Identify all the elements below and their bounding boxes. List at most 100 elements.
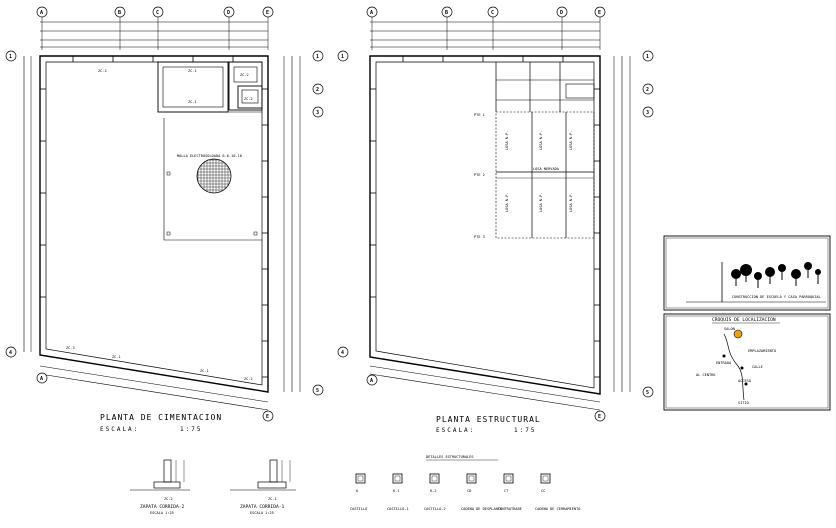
zone-tag: ZC-1 bbox=[200, 369, 209, 373]
section-tag: CT bbox=[504, 489, 509, 493]
slab-label: LOSA NERVADA bbox=[533, 167, 560, 171]
elevation-caption: CONSTRUCCION DE ESCUELA Y CASA PARROQUIA… bbox=[732, 295, 821, 299]
section-details: KCASTILLOK-1CASTILLO-1K-2CASTILLO-2CDCAD… bbox=[350, 473, 580, 511]
section-tag: K bbox=[356, 489, 359, 493]
section-tag: CC bbox=[541, 489, 545, 493]
zone-tag: ZC-2 bbox=[240, 73, 249, 77]
section-name: CASTILLO-1 bbox=[387, 507, 409, 511]
zone-tag: ZC-2 bbox=[98, 69, 107, 73]
structural-tags: PTE 1 PTE 2 PTE 3 LOSA NERVADA LOSA N.P.… bbox=[474, 113, 573, 239]
location-marker-icon bbox=[733, 329, 743, 339]
joist-label: LOSA N.P. bbox=[505, 193, 509, 212]
axis-label-1-right: 1 bbox=[316, 54, 319, 60]
axis-label-b: B bbox=[118, 10, 121, 16]
axis-label-c: C bbox=[156, 10, 159, 16]
axis-label-1: 1 bbox=[9, 54, 12, 60]
details-heading: DETALLES ESTRUCTURALES bbox=[426, 455, 474, 459]
axis-label-2: 2 bbox=[646, 87, 649, 93]
side-tag: PTE 3 bbox=[474, 235, 485, 239]
footing-name: ZAPATA CORRIDA-2 bbox=[140, 504, 184, 510]
section-name: CASTILLO-2 bbox=[424, 507, 446, 511]
side-tag: PTE 1 bbox=[474, 113, 485, 117]
zone-tag: ZC-1 bbox=[112, 355, 121, 359]
section-detail: CT CONTRATRABE bbox=[498, 473, 522, 511]
axis-label-5: 5 bbox=[316, 388, 319, 394]
section-tag: CD bbox=[467, 489, 471, 493]
axis-label-a: A bbox=[370, 10, 373, 16]
axis-label-e: E bbox=[598, 10, 601, 16]
axis-label-1: 1 bbox=[341, 54, 344, 60]
axis-label-3: 3 bbox=[316, 110, 319, 116]
section-tag: K-2 bbox=[430, 489, 437, 493]
section-name: CASTILLO bbox=[350, 507, 367, 511]
footing-tag: ZC-2 bbox=[164, 497, 173, 501]
foundation-scale-value: 1:75 bbox=[180, 426, 202, 433]
structural-plan-title: PLANTA ESTRUCTURAL bbox=[436, 415, 541, 424]
axis-label-e: E bbox=[266, 10, 269, 16]
structural-scale-value: 1:75 bbox=[514, 427, 536, 434]
axis-label-4: 4 bbox=[341, 350, 344, 356]
footing-scale: ESCALA 1:25 bbox=[150, 511, 174, 515]
axis-label-5: 5 bbox=[646, 390, 649, 396]
zone-tag: ZC-1 bbox=[188, 69, 197, 73]
axis-label-1-right: 1 bbox=[646, 54, 649, 60]
foundation-plan bbox=[23, 16, 301, 411]
axis-label-a-bottom: A bbox=[40, 376, 43, 382]
axis-label-d: D bbox=[227, 10, 230, 16]
footing-details bbox=[130, 459, 296, 491]
axis-label-a: A bbox=[40, 10, 43, 16]
zone-tag: ZC-1 bbox=[188, 100, 197, 104]
elevation-panel: CONSTRUCCION DE ESCUELA Y CASA PARROQUIA… bbox=[663, 235, 831, 311]
joist-label: LOSA N.P. bbox=[569, 131, 573, 150]
location-label: ENTRADA bbox=[716, 361, 732, 365]
axis-label-e-bottom: E bbox=[598, 414, 601, 420]
axis-label-e-bottom: E bbox=[266, 414, 269, 420]
foundation-scale-label: ESCALA: bbox=[100, 426, 139, 433]
section-tag: K-1 bbox=[393, 489, 400, 493]
footing-name: ZAPATA CORRIDA-1 bbox=[240, 504, 284, 510]
section-name: CADENA DE CERRAMIENTO bbox=[535, 507, 580, 511]
axis-label-3: 3 bbox=[646, 110, 649, 116]
location-label: CALLE bbox=[752, 365, 763, 369]
section-detail: K CASTILLO bbox=[350, 473, 367, 511]
location-label: AL CENTRO bbox=[696, 373, 715, 377]
joist-label: LOSA N.P. bbox=[505, 131, 509, 150]
footing-labels: ZC-2 ZAPATA CORRIDA-2 ESCALA 1:25 ZC-1 Z… bbox=[140, 497, 284, 515]
axis-label-a-bottom: A bbox=[370, 378, 373, 384]
location-label: EMPLAZAMIENTO bbox=[748, 349, 776, 353]
location-label: ACCESO bbox=[738, 379, 751, 383]
foundation-zone-tags: ZC-2 ZC-1 ZC-1 ZC-2 ZC-2 ZC-3 ZC-1 ZC-1 … bbox=[66, 69, 253, 381]
joist-label: LOSA N.P. bbox=[539, 131, 543, 150]
location-panel: CROQUIS DE LOCALIZACION SALON EMPLAZAMIE… bbox=[663, 313, 831, 411]
foundation-axis-bubbles bbox=[5, 6, 324, 422]
zone-tag: ZC-2 bbox=[244, 377, 253, 381]
footing-tag: ZC-1 bbox=[268, 497, 277, 501]
axis-label-4: 4 bbox=[9, 350, 12, 356]
axis-label-c: C bbox=[491, 10, 494, 16]
zone-tag: ZC-3 bbox=[66, 346, 75, 350]
foundation-axis-letters: A B C D E 1 1 2 3 4 5 A E bbox=[9, 10, 319, 420]
structural-plan bbox=[369, 16, 631, 411]
location-label: SALON bbox=[724, 327, 735, 331]
side-tag: PTE 2 bbox=[474, 173, 485, 177]
structural-scale-label: ESCALA: bbox=[436, 427, 475, 434]
joist-label: LOSA N.P. bbox=[539, 193, 543, 212]
section-name: CONTRATRABE bbox=[498, 507, 522, 511]
zone-tag: ZC-2 bbox=[244, 97, 253, 101]
foundation-plan-title: PLANTA DE CIMENTACION bbox=[100, 413, 222, 422]
structural-axis-letters: A B C D E 1 1 2 3 4 5 A E bbox=[341, 10, 649, 420]
location-title: CROQUIS DE LOCALIZACION bbox=[712, 317, 776, 323]
mesh-label: MALLA ELECTROSOLDADA 6-6-10-10 bbox=[177, 154, 242, 158]
axis-label-d: D bbox=[560, 10, 563, 16]
section-detail: CC CADENA DE CERRAMIENTO bbox=[535, 473, 580, 511]
axis-label-b: B bbox=[445, 10, 448, 16]
location-label: SITIO bbox=[738, 401, 749, 405]
axis-label-2: 2 bbox=[316, 87, 319, 93]
footing-scale: ESCALA 1:25 bbox=[250, 511, 274, 515]
joist-label: LOSA N.P. bbox=[569, 193, 573, 212]
